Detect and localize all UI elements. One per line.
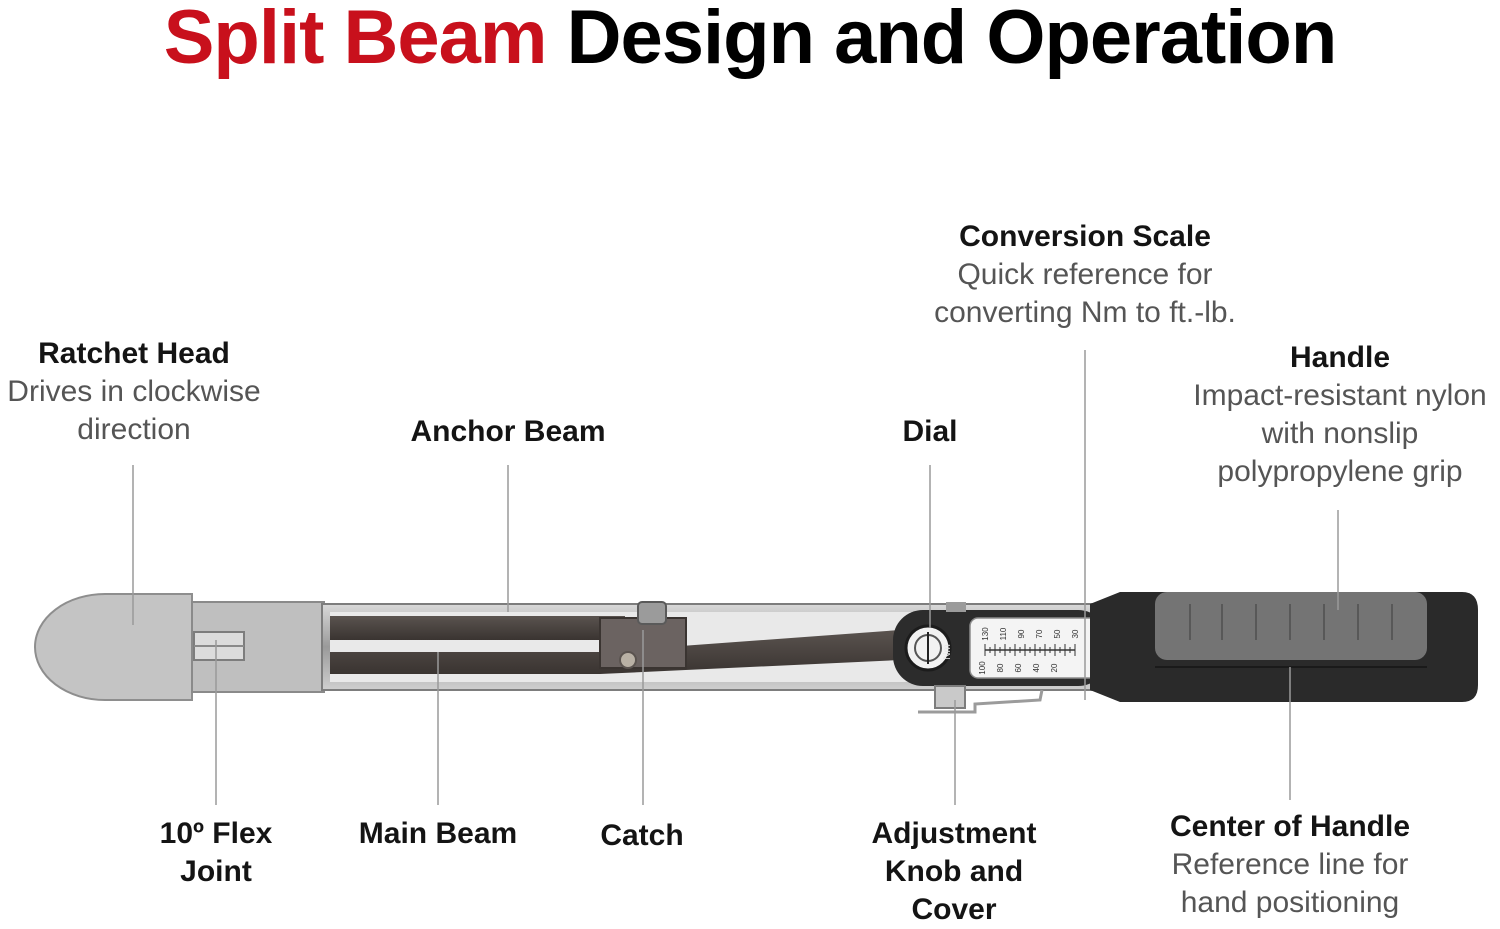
label-flex-joint: 10º Flex Joint [136, 815, 296, 891]
scale-number: 60 [1014, 663, 1023, 672]
conversion-scale-desc-1: Quick reference for [957, 258, 1213, 291]
conversion-scale-title: Conversion Scale [959, 220, 1211, 253]
scale-number: 130 [981, 627, 990, 641]
label-dial: Dial [870, 413, 990, 451]
center-of-handle-desc-1: Reference line for [1171, 848, 1409, 881]
label-adjustment-knob: Adjustment Knob and Cover [840, 815, 1068, 929]
flex-joint-line-2: Joint [180, 855, 252, 888]
ratchet-head-desc-2: direction [77, 413, 191, 446]
label-conversion-scale: Conversion Scale Quick reference for con… [905, 218, 1265, 332]
main-beam-title: Main Beam [358, 817, 518, 850]
label-ratchet-head: Ratchet Head Drives in clockwise directi… [0, 335, 268, 449]
handle-desc-1: Impact-resistant nylon [1193, 379, 1487, 412]
anchor-beam [330, 616, 625, 640]
label-catch: Catch [572, 817, 712, 855]
catch-title: Catch [600, 819, 684, 852]
scale-ticks [984, 644, 1076, 656]
scale-number: 90 [1017, 629, 1026, 638]
label-anchor-beam: Anchor Beam [388, 413, 628, 451]
center-of-handle-desc-2: hand positioning [1180, 886, 1400, 919]
page-title: Split Beam Design and Operation [0, 0, 1500, 81]
scale-number: 20 [1050, 663, 1059, 672]
scale-nm-label: Nm [942, 644, 953, 660]
anchor-beam-title: Anchor Beam [410, 415, 606, 448]
ratchet-head [34, 593, 193, 701]
handle-desc-3: polypropylene grip [1217, 455, 1463, 488]
ratchet-head-desc-1: Drives in clockwise [7, 375, 261, 408]
flex-joint [191, 601, 325, 693]
title-accent: Split Beam [163, 0, 548, 80]
handle [1090, 592, 1478, 702]
scale-number: 50 [1053, 629, 1062, 638]
adjustment-knob [918, 685, 1044, 714]
conversion-scale-desc-2: converting Nm to ft.-lb. [934, 296, 1236, 329]
ratchet-head-title: Ratchet Head [38, 337, 230, 370]
scale-number: 80 [996, 663, 1005, 672]
dial-title: Dial [902, 415, 958, 448]
label-handle: Handle Impact-resistant nylon with nonsl… [1180, 339, 1500, 491]
center-of-handle-title: Center of Handle [1169, 810, 1411, 843]
scale-number: 70 [1035, 629, 1044, 638]
scale-number: 110 [999, 627, 1008, 640]
label-main-beam: Main Beam [330, 815, 546, 853]
scale-number: 100 [978, 661, 987, 675]
scale-numbers: 130 110 90 70 50 30 100 80 60 40 20 [978, 627, 1080, 675]
adjustment-knob-line-2: Knob and [884, 855, 1024, 888]
flex-joint-line-1: 10º Flex [159, 817, 273, 850]
scale-number: 30 [1071, 629, 1080, 638]
label-center-of-handle: Center of Handle Reference line for hand… [1135, 808, 1445, 922]
handle-desc-2: with nonslip [1261, 417, 1419, 450]
scale-number: 40 [1032, 663, 1041, 672]
title-rest: Design and Operation [566, 0, 1338, 80]
handle-title: Handle [1289, 341, 1391, 374]
adjustment-knob-line-1: Adjustment [871, 817, 1037, 850]
adjustment-knob-line-3: Cover [911, 893, 997, 926]
leader-lines [132, 350, 1339, 805]
